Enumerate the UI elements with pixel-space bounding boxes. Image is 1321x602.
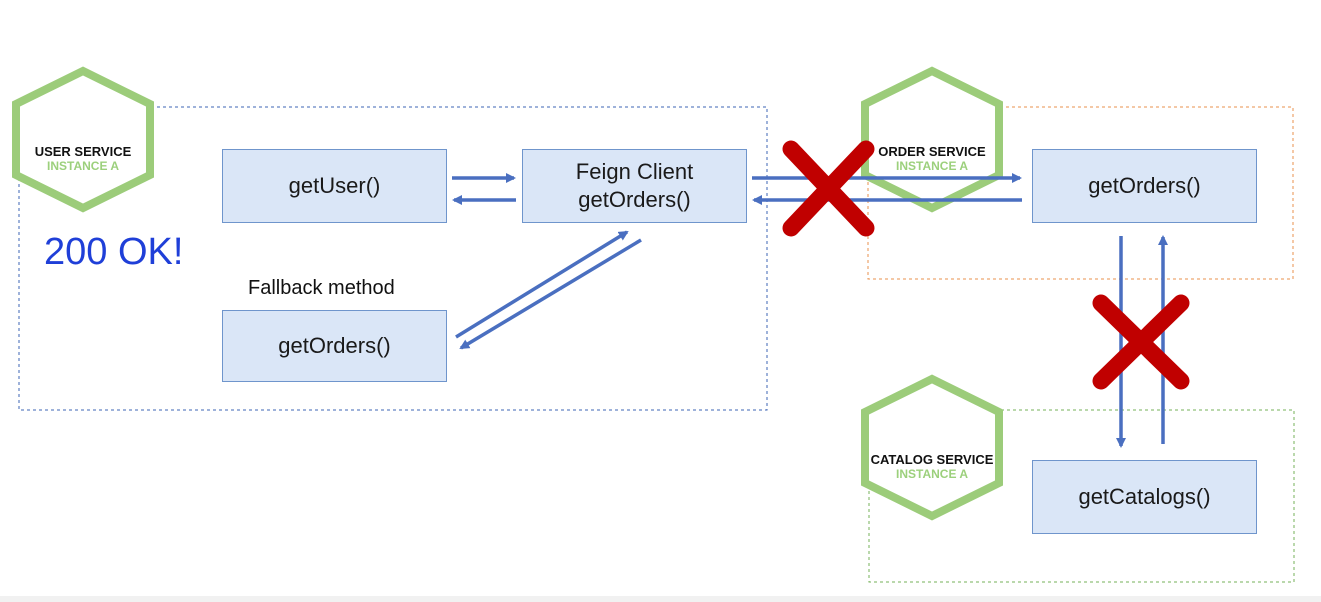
order-service-boundary	[867, 106, 1294, 280]
get-catalogs-box: getCatalogs()	[1032, 460, 1257, 534]
status-text: 200 OK!	[44, 231, 184, 273]
order-service-label: ORDER SERVICE INSTANCE A	[865, 144, 999, 173]
service-title: CATALOG SERVICE	[870, 452, 994, 467]
bottom-strip	[0, 596, 1321, 602]
method-label: getUser()	[288, 173, 381, 198]
feign-client-label: Feign Client	[575, 159, 694, 184]
feign-client-box: Feign Client getOrders()	[522, 149, 747, 223]
failure-cross-icon	[782, 140, 875, 237]
catalog-service-hexagon	[861, 374, 1003, 521]
service-instance: INSTANCE A	[896, 159, 968, 173]
failure-cross-icon	[1092, 294, 1190, 390]
method-label: getOrders()	[1088, 173, 1201, 198]
fallback-caption: Fallback method	[248, 277, 395, 299]
arrow-fallback-to-feign	[455, 230, 629, 339]
method-label: getCatalogs()	[1078, 484, 1211, 509]
user-service-hexagon	[12, 66, 154, 213]
method-label: getOrders()	[578, 187, 691, 212]
user-service-label: USER SERVICE INSTANCE A	[16, 144, 150, 173]
order-get-orders-box: getOrders()	[1032, 149, 1257, 223]
fallback-get-orders-box: getOrders()	[222, 310, 447, 382]
get-user-box: getUser()	[222, 149, 447, 223]
service-title: ORDER SERVICE	[878, 144, 986, 159]
catalog-service-boundary	[868, 409, 1295, 583]
order-service-hexagon	[861, 66, 1003, 213]
arrow-feign-to-fallback	[459, 238, 642, 350]
user-service-boundary	[18, 106, 768, 411]
method-label: getOrders()	[278, 333, 391, 358]
service-title: USER SERVICE	[34, 144, 132, 159]
service-instance: INSTANCE A	[896, 467, 968, 481]
service-instance: INSTANCE A	[47, 159, 119, 173]
catalog-service-label: CATALOG SERVICE INSTANCE A	[865, 452, 999, 481]
